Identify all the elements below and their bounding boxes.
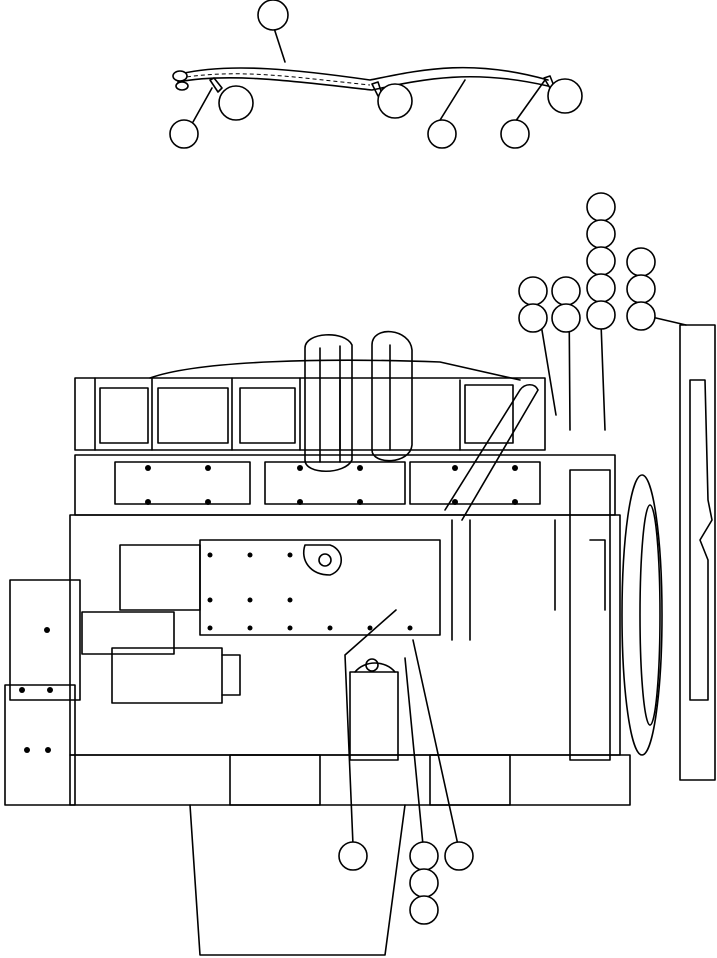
callout-bottom-2 — [409, 841, 439, 871]
callout-harness-2 — [218, 85, 254, 121]
callout-bottom-4 — [409, 868, 439, 898]
callout-harness-4 — [547, 78, 583, 114]
callout-harness-1 — [257, 0, 289, 31]
callout-right-4 — [586, 273, 616, 303]
callout-right-3 — [586, 246, 616, 276]
callout-sensor-2 — [518, 303, 548, 333]
callout-far-right-3 — [626, 301, 656, 331]
engine-block — [4, 324, 716, 956]
callout-sensor-4 — [551, 303, 581, 333]
callout-bottom-1 — [338, 841, 368, 871]
callout-right-2 — [586, 219, 616, 249]
callout-bottom-5 — [409, 895, 439, 925]
callout-bottom-3 — [444, 841, 474, 871]
callout-harness-6 — [427, 119, 457, 149]
callout-far-right-1 — [626, 247, 656, 277]
callout-harness-7 — [500, 119, 530, 149]
callout-harness-5 — [169, 119, 199, 149]
callout-right-5 — [586, 300, 616, 330]
callout-sensor-1 — [518, 276, 548, 306]
callout-right-1 — [586, 192, 616, 222]
callout-harness-3 — [377, 83, 413, 119]
callout-sensor-3 — [551, 276, 581, 306]
callout-far-right-2 — [626, 274, 656, 304]
